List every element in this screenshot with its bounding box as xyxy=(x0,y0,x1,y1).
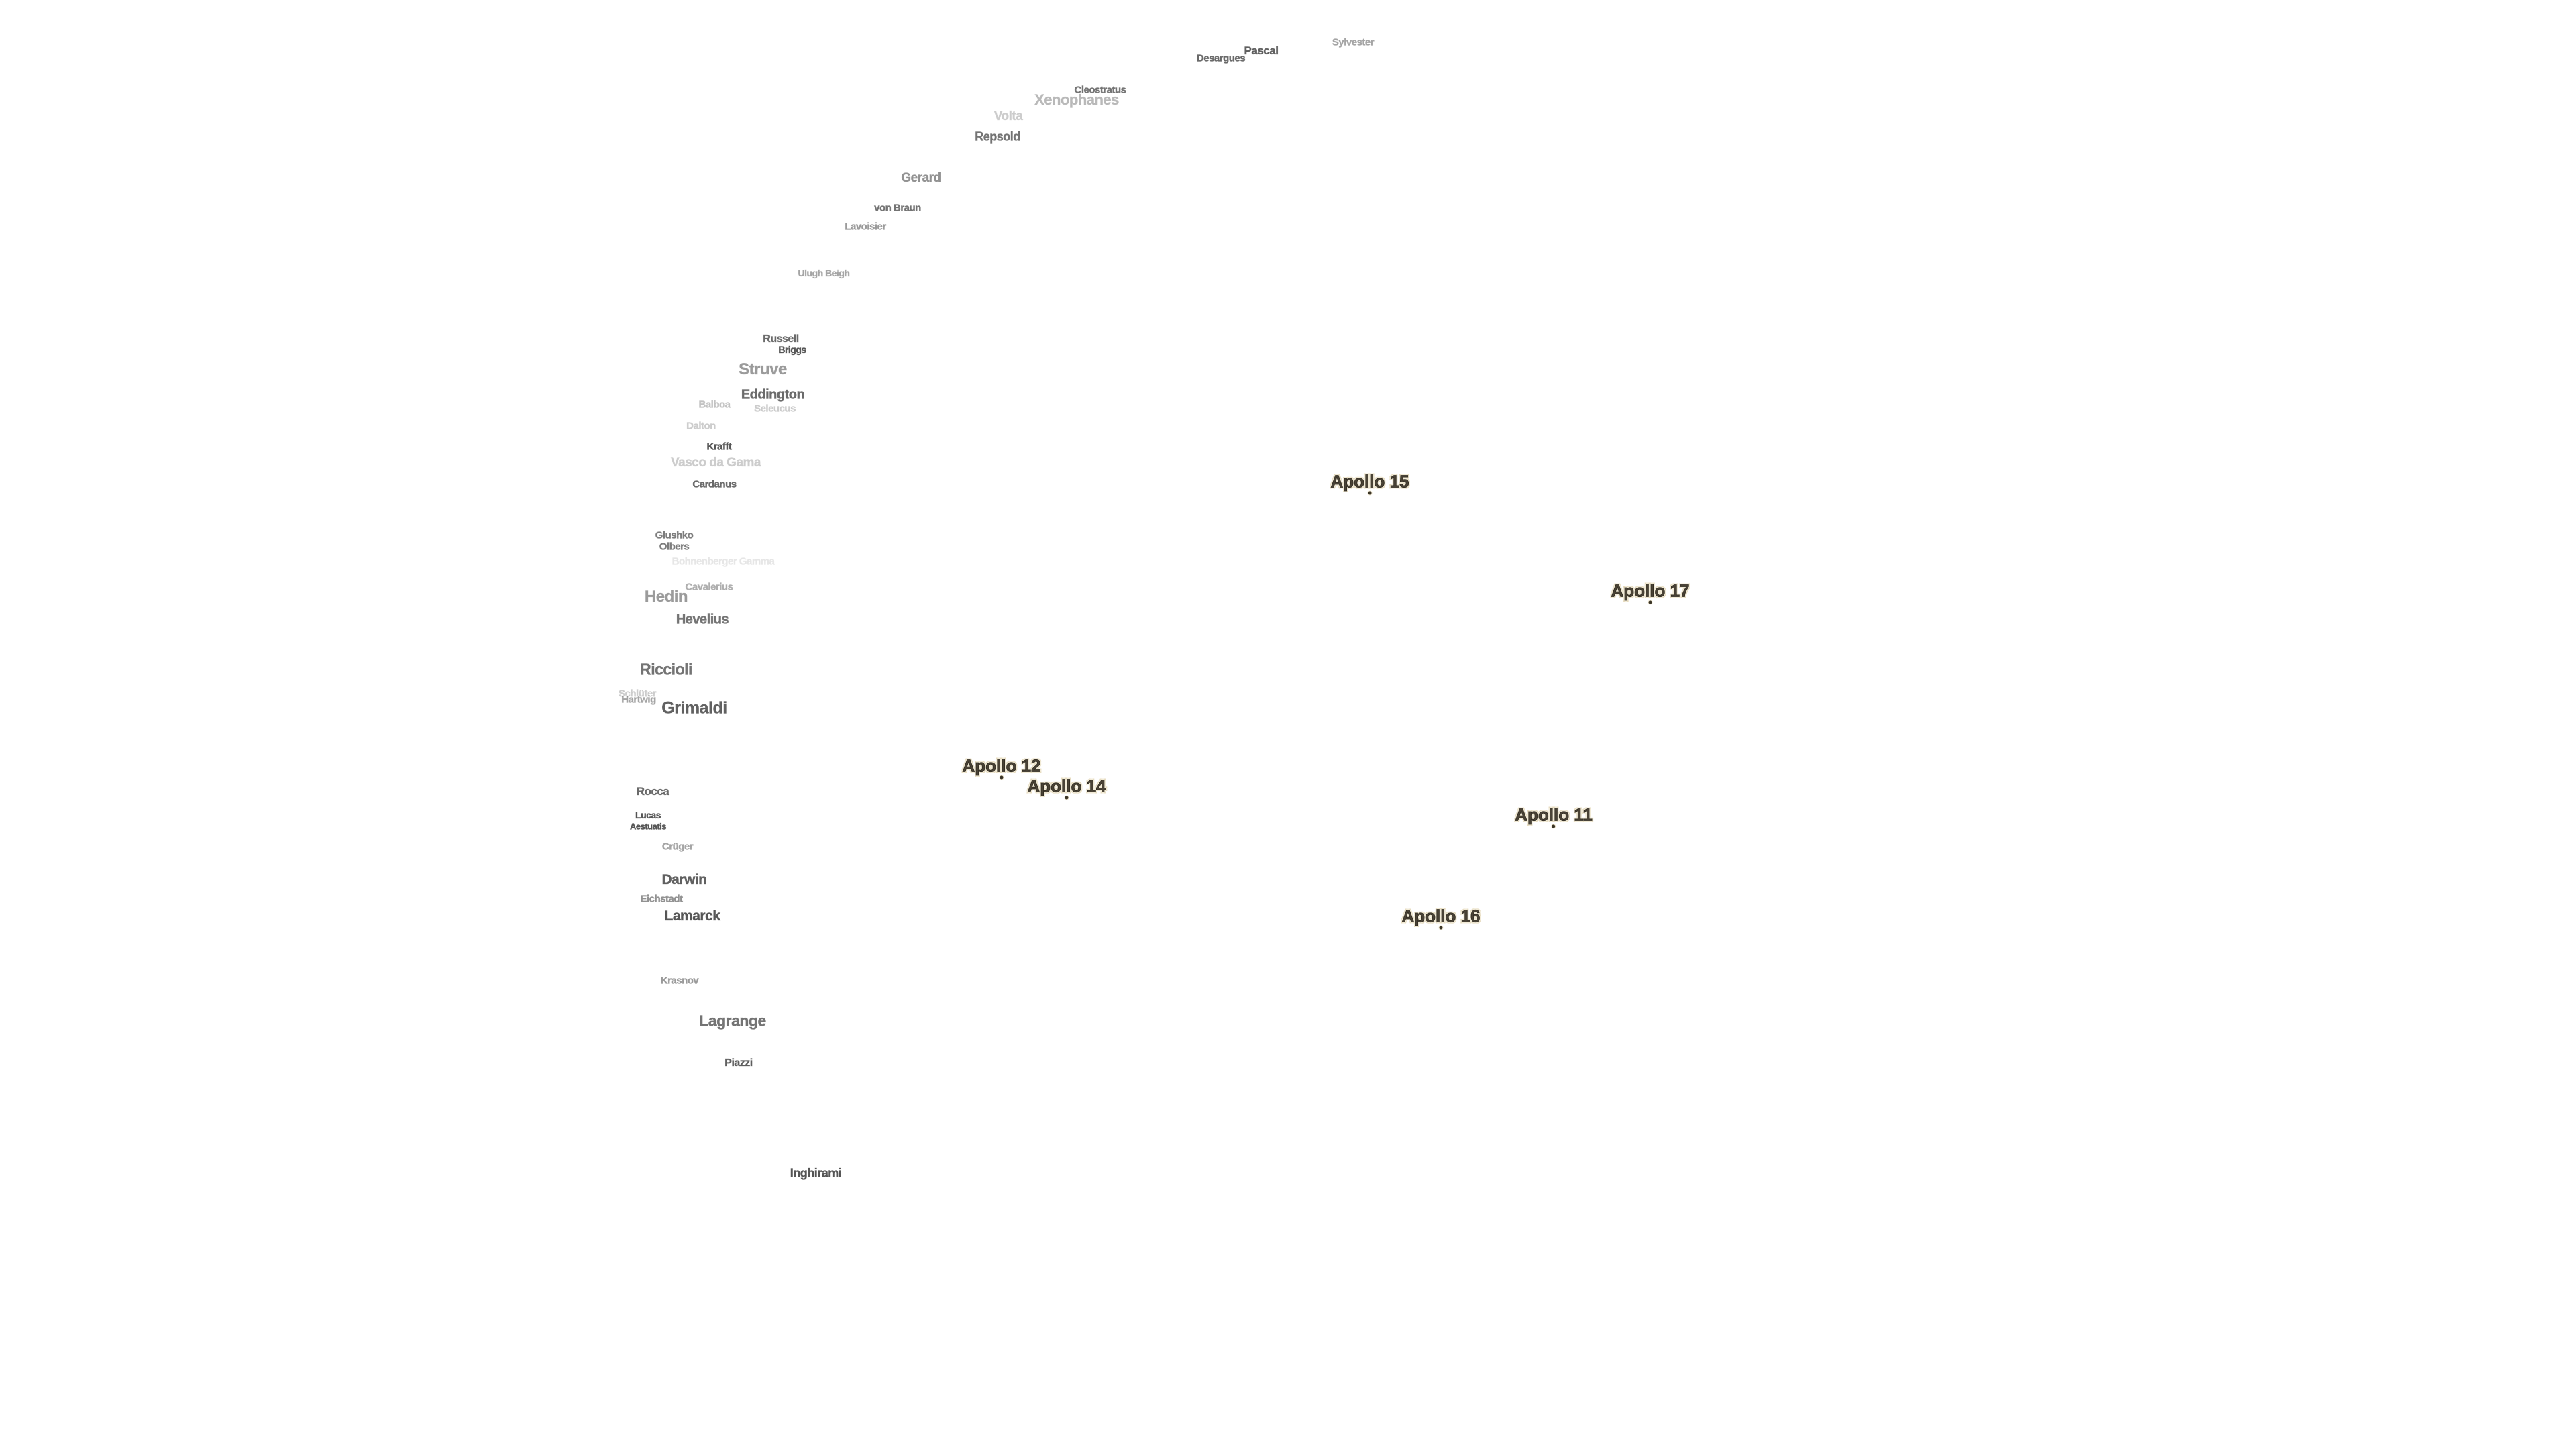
crater-label-ulugh-beigh: Ulugh Beigh xyxy=(798,268,850,279)
crater-label-eichstadt: Eichstadt xyxy=(640,893,683,905)
crater-label-lavoisier: Lavoisier xyxy=(845,221,886,233)
crater-label-darwin: Darwin xyxy=(661,872,707,888)
apollo-site-apollo-15[interactable]: Apollo 15 xyxy=(1330,471,1409,495)
apollo-site-label: Apollo 11 xyxy=(1515,804,1593,825)
crater-label-von-braun: von Braun xyxy=(874,202,922,214)
crater-label-cardanus: Cardanus xyxy=(692,478,737,490)
crater-label-rocca: Rocca xyxy=(636,785,669,798)
landing-site-marker-icon xyxy=(1439,926,1443,930)
crater-label-lucas: Lucas xyxy=(635,810,661,821)
crater-label-krafft: Krafft xyxy=(706,441,732,453)
apollo-site-label: Apollo 17 xyxy=(1611,580,1690,601)
crater-label-hedin: Hedin xyxy=(644,588,688,606)
crater-label-aestuatis: Aestuatis xyxy=(629,821,667,832)
crater-label-balboa: Balboa xyxy=(698,398,731,411)
crater-label-piazzi: Piazzi xyxy=(724,1057,753,1069)
crater-label-desargues: Desargues xyxy=(1196,52,1246,64)
landing-site-marker-icon xyxy=(1000,775,1004,780)
landing-site-marker-icon xyxy=(1648,600,1652,604)
crater-label-briggs: Briggs xyxy=(778,344,806,356)
crater-label-eddington: Eddington xyxy=(741,387,805,402)
crater-label-lamarck: Lamarck xyxy=(664,908,720,924)
apollo-site-label: Apollo 15 xyxy=(1330,471,1409,492)
landing-site-marker-icon xyxy=(1368,491,1372,495)
crater-label-repsold: Repsold xyxy=(975,129,1021,144)
apollo-site-apollo-14[interactable]: Apollo 14 xyxy=(1027,775,1106,800)
crater-label-seleucus: Seleucus xyxy=(754,402,796,415)
apollo-site-label: Apollo 16 xyxy=(1401,906,1481,926)
crater-label-hartwig: Hartwig xyxy=(621,694,657,706)
crater-label-bohnenberger-gamma: Bohnenberger Gamma xyxy=(672,555,775,568)
crater-label-olbers: Olbers xyxy=(659,541,690,553)
landing-site-marker-icon xyxy=(1065,796,1069,800)
crater-label-volta: Volta xyxy=(994,109,1023,124)
crater-label-vasco-da-gama: Vasco da Gama xyxy=(671,455,761,470)
crater-label-russell: Russell xyxy=(763,333,800,345)
crater-label-krasnov: Krasnov xyxy=(660,975,699,987)
crater-label-cavalerius: Cavalerius xyxy=(685,581,733,593)
crater-label-sylvester: Sylvester xyxy=(1332,36,1375,48)
crater-label-schluter: Schlüter xyxy=(618,688,657,700)
crater-label-dalton: Dalton xyxy=(686,420,716,432)
crater-label-struve: Struve xyxy=(739,360,788,379)
crater-label-gerard: Gerard xyxy=(901,171,941,186)
crater-label-inghirami: Inghirami xyxy=(790,1166,842,1180)
apollo-site-label: Apollo 12 xyxy=(962,755,1041,776)
crater-label-hevelius: Hevelius xyxy=(676,612,729,627)
crater-label-lagrange: Lagrange xyxy=(699,1012,767,1030)
crater-label-cleostratus: Cleostratus xyxy=(1074,84,1126,96)
landing-site-marker-icon xyxy=(1552,824,1556,828)
crater-label-xenophanes: Xenophanes xyxy=(1034,91,1120,109)
crater-label-riccioli: Riccioli xyxy=(640,660,693,678)
apollo-site-apollo-16[interactable]: Apollo 16 xyxy=(1401,906,1481,930)
apollo-site-apollo-17[interactable]: Apollo 17 xyxy=(1611,580,1690,604)
crater-label-cruger: Crüger xyxy=(661,841,694,853)
apollo-site-label: Apollo 14 xyxy=(1027,775,1106,796)
crater-label-glushko: Glushko xyxy=(655,529,694,541)
crater-label-pascal: Pascal xyxy=(1244,44,1279,58)
apollo-site-apollo-11[interactable]: Apollo 11 xyxy=(1515,804,1593,828)
crater-label-grimaldi: Grimaldi xyxy=(661,698,728,718)
apollo-site-apollo-12[interactable]: Apollo 12 xyxy=(962,755,1041,780)
